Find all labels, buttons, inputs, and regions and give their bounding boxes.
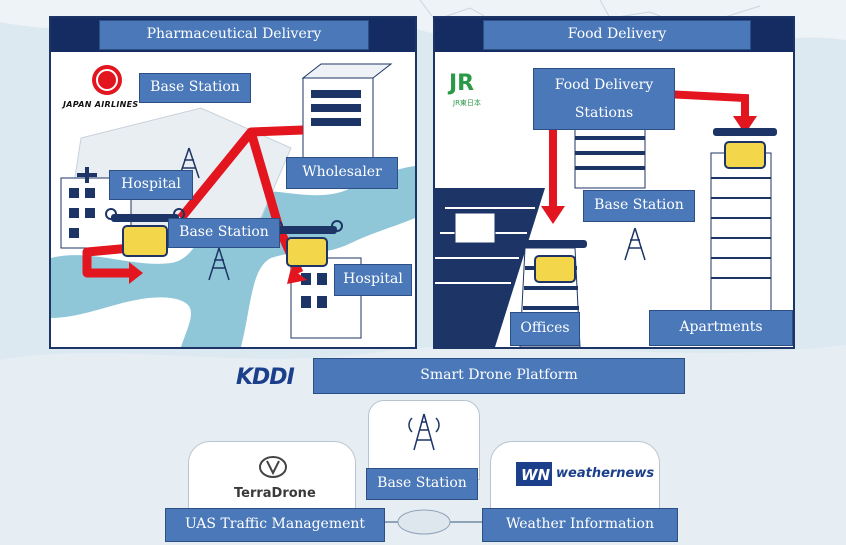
kddi-logo: KDDI	[236, 365, 295, 390]
hospital-label-right: Hospital	[334, 264, 412, 296]
airline-logo-text: JAPAN AIRLINES	[63, 100, 139, 109]
terradrone-card	[188, 441, 356, 516]
food-delivery-panel: JR JR東日本 Food Delivery Food Delivery Sta…	[433, 16, 795, 349]
rail-logo-subtext: JR東日本	[453, 99, 481, 107]
antenna-tower-icon	[408, 413, 440, 451]
base-station-label-top: Base Station	[139, 73, 251, 103]
svg-text:WN: WN	[521, 466, 551, 484]
base-station-label-mid: Base Station	[168, 218, 280, 248]
wholesaler-label: Wholesaler	[286, 157, 398, 189]
apartments-label: Apartments	[649, 310, 793, 346]
base-station-label-bottom: Base Station	[366, 468, 478, 500]
pharmaceutical-delivery-panel: JAPAN AIRLINES Pharmaceutical Delivery B…	[49, 16, 417, 349]
smart-drone-platform-label: Smart Drone Platform	[313, 358, 685, 394]
weathernews-logo-text: weathernews	[556, 466, 655, 481]
hospital-label-left: Hospital	[109, 170, 193, 200]
food-delivery-stations-label: Food Delivery Stations	[533, 68, 675, 130]
drone-left	[105, 208, 185, 257]
offices-label: Offices	[510, 312, 580, 346]
weather-information-label: Weather Information	[482, 508, 678, 542]
pharma-title-label: Pharmaceutical Delivery	[99, 20, 369, 50]
uas-traffic-management-label: UAS Traffic Management	[165, 508, 385, 542]
base-station-label-food: Base Station	[583, 190, 695, 222]
food-illustration: JR	[435, 71, 777, 347]
weathernews-logo-icon: WN	[516, 462, 552, 486]
food-title-label: Food Delivery	[483, 20, 751, 50]
svg-text:JR: JR	[447, 71, 474, 96]
terradrone-logo-text: TerraDrone	[234, 486, 316, 501]
drone-right	[271, 220, 343, 267]
terradrone-logo-icon	[259, 456, 287, 478]
